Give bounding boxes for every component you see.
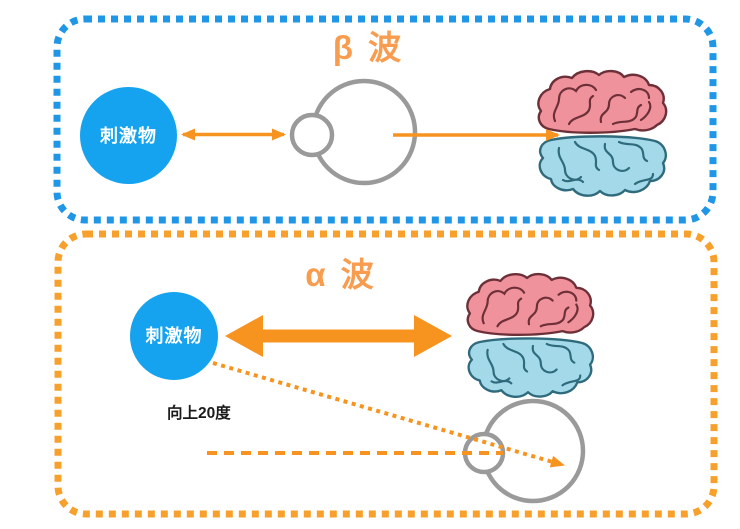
alpha-gaze-dotted-arrow	[212, 361, 565, 468]
alpha-stimulus-brain-thick-double-arrow	[225, 315, 452, 357]
alpha-brain-icon	[466, 272, 595, 399]
beta-stimulus-circle: 刺激物	[80, 87, 177, 184]
alpha-panel-border	[54, 230, 718, 518]
alpha-panel-title: α 波	[305, 256, 377, 293]
beta-panel-title: β 波	[332, 29, 405, 66]
beta-eye-icon	[289, 78, 418, 186]
beta-panel-border	[53, 15, 717, 224]
beta-stimulus-label: 刺激物	[100, 125, 157, 146]
alpha-stimulus-circle: 刺激物	[130, 292, 218, 380]
alpha-stimulus-label: 刺激物	[145, 326, 203, 346]
alpha-angle-label: 向上20度	[167, 405, 231, 422]
